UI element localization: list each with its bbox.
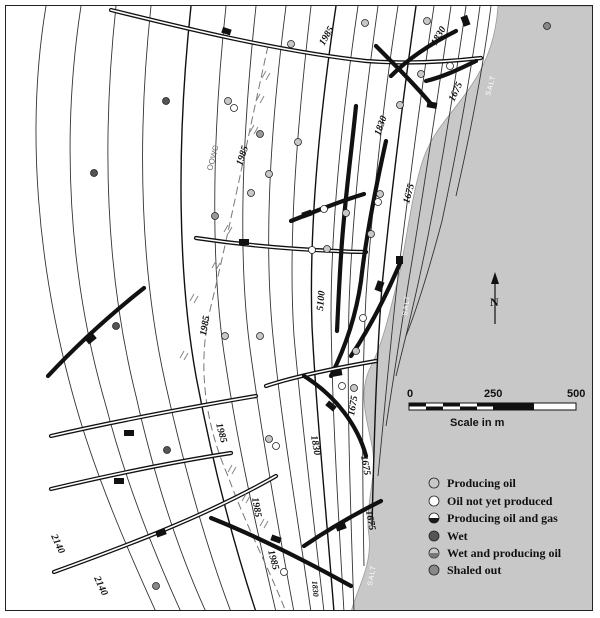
contour-label: 1985 xyxy=(234,145,251,167)
legend-label: Producing oil xyxy=(447,476,516,490)
well-wet-and-oil xyxy=(256,130,264,138)
well-oil-not-produced xyxy=(230,104,238,112)
well-wet xyxy=(163,446,171,454)
well-oil-not-produced xyxy=(359,314,367,322)
fault-ticks xyxy=(85,14,471,544)
well-producing-oil xyxy=(350,384,358,392)
contour-lines xyxy=(35,6,492,610)
well-producing-oil xyxy=(342,209,350,217)
wells xyxy=(90,17,551,590)
map-frame: 1985 1830 1675 1830 1675 1985 5100 1985 … xyxy=(5,5,593,611)
scale-bar: 0 250 500 Scale in m xyxy=(407,388,585,429)
contour-label: 1985 xyxy=(317,25,337,48)
legend-label: Wet xyxy=(447,529,468,543)
well-producing-oil xyxy=(265,170,273,178)
contour-label: 1985 xyxy=(213,422,229,444)
legend: Producing oil Oil not yet produced Produ… xyxy=(428,476,562,577)
legend-label: Oil not yet produced xyxy=(447,494,553,508)
scale-caption: Scale in m xyxy=(450,417,505,429)
well-oil-not-produced xyxy=(280,568,288,576)
legend-symbol-producing-oil xyxy=(428,477,440,489)
well-producing-oil xyxy=(376,190,384,198)
contour-label: 1830 xyxy=(308,435,322,457)
legend-symbol-oil-and-gas xyxy=(428,512,440,524)
well-oil-not-produced xyxy=(320,205,328,213)
legend-symbol-wet-and-oil xyxy=(428,547,440,559)
well-producing-oil xyxy=(287,40,295,48)
contour-label: 1985 xyxy=(198,315,212,337)
contour-label: 5100 xyxy=(315,290,328,311)
north-arrow-icon: N xyxy=(490,272,499,324)
structure-map: 1985 1830 1675 1830 1675 1985 5100 1985 … xyxy=(35,6,592,610)
legend-label: Wet and producing oil xyxy=(447,546,562,560)
legend-label: Producing oil and gas xyxy=(447,511,558,525)
contour-label: 1675 xyxy=(346,395,360,417)
well-producing-oil xyxy=(256,332,264,340)
well-producing-oil xyxy=(417,70,425,78)
well-producing-oil xyxy=(221,332,229,340)
well-producing-oil xyxy=(224,97,232,105)
well-wet xyxy=(112,322,120,330)
well-producing-oil xyxy=(361,19,369,27)
owc-label: OOWC xyxy=(205,144,220,171)
well-producing-oil xyxy=(265,435,273,443)
well-shaled-out xyxy=(543,22,551,30)
well-wet xyxy=(90,169,98,177)
well-producing-oil xyxy=(247,189,255,197)
contour-label: 1830 xyxy=(372,114,389,137)
contour-label: 1675 xyxy=(401,183,417,205)
well-shaled-out xyxy=(152,582,160,590)
well-oil-not-produced xyxy=(446,62,454,70)
well-oil-not-produced xyxy=(308,246,316,254)
well-wet xyxy=(162,97,170,105)
north-label: N xyxy=(490,295,499,309)
scale-tick-250: 250 xyxy=(484,388,502,400)
salt-body xyxy=(351,6,592,610)
legend-symbol-shaled-out xyxy=(428,564,440,576)
well-producing-oil xyxy=(423,17,431,25)
well-producing-oil xyxy=(367,230,375,238)
well-producing-oil xyxy=(294,138,302,146)
salt-label: SALT xyxy=(402,295,412,317)
well-wet-and-oil xyxy=(211,212,219,220)
contour-label: 1675 xyxy=(363,510,377,532)
contour-label: 1830 xyxy=(310,580,320,597)
owc-hatches xyxy=(179,70,271,529)
contour-label: 1985 xyxy=(249,497,263,519)
well-producing-oil xyxy=(396,101,404,109)
scale-tick-500: 500 xyxy=(567,388,585,400)
well-producing-oil xyxy=(323,245,331,253)
legend-symbol-wet xyxy=(428,530,440,542)
legend-label: Shaled out xyxy=(447,563,501,577)
well-producing-oil xyxy=(352,347,360,355)
contour-label: 2140 xyxy=(91,574,110,598)
well-oil-not-produced xyxy=(272,442,280,450)
contour-label: 1675 xyxy=(358,455,372,477)
well-oil-not-produced xyxy=(338,382,346,390)
legend-symbol-oil-not-produced xyxy=(428,495,440,507)
well-oil-not-produced xyxy=(374,198,382,206)
contour-label: 2140 xyxy=(48,532,67,556)
scale-tick-0: 0 xyxy=(407,388,413,400)
contour-label: 1985 xyxy=(265,549,281,571)
salt-label: SALT xyxy=(367,564,378,586)
